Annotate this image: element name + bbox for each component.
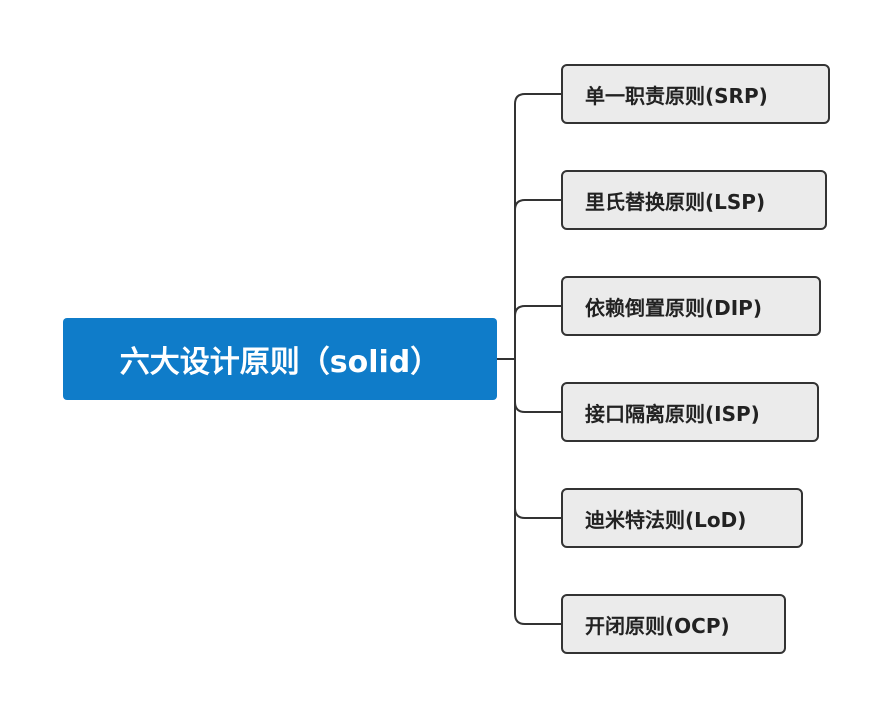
- root-topic-label: 六大设计原则（solid）: [119, 345, 441, 380]
- branch-connector-ocp: [514, 508, 561, 625]
- topic-label-lsp: 里氏替换原则(LSP): [585, 189, 766, 214]
- topic-node-isp[interactable]: 接口隔离原则(ISP): [561, 382, 819, 442]
- topic-node-dip[interactable]: 依赖倒置原则(DIP): [561, 276, 821, 336]
- topic-node-lsp[interactable]: 里氏替换原则(LSP): [561, 170, 827, 230]
- topic-node-ocp[interactable]: 开闭原则(OCP): [561, 594, 786, 654]
- branch-connector-srp: [514, 93, 561, 359]
- branch-connector-isp: [514, 359, 561, 413]
- topic-label-isp: 接口隔离原则(ISP): [585, 401, 760, 426]
- topic-node-srp[interactable]: 单一职责原则(SRP): [561, 64, 830, 124]
- branch-connector-lod: [514, 402, 561, 519]
- topic-label-ocp: 开闭原则(OCP): [585, 613, 730, 638]
- topic-label-dip: 依赖倒置原则(DIP): [585, 295, 762, 320]
- topic-node-lod[interactable]: 迪米特法则(LoD): [561, 488, 803, 548]
- branch-connector-dip: [514, 305, 561, 317]
- topic-label-lod: 迪米特法则(LoD): [585, 507, 747, 532]
- root-topic-node[interactable]: 六大设计原则（solid）: [63, 318, 497, 400]
- topic-label-srp: 单一职责原则(SRP): [585, 83, 768, 108]
- branch-connector-lsp: [514, 199, 561, 211]
